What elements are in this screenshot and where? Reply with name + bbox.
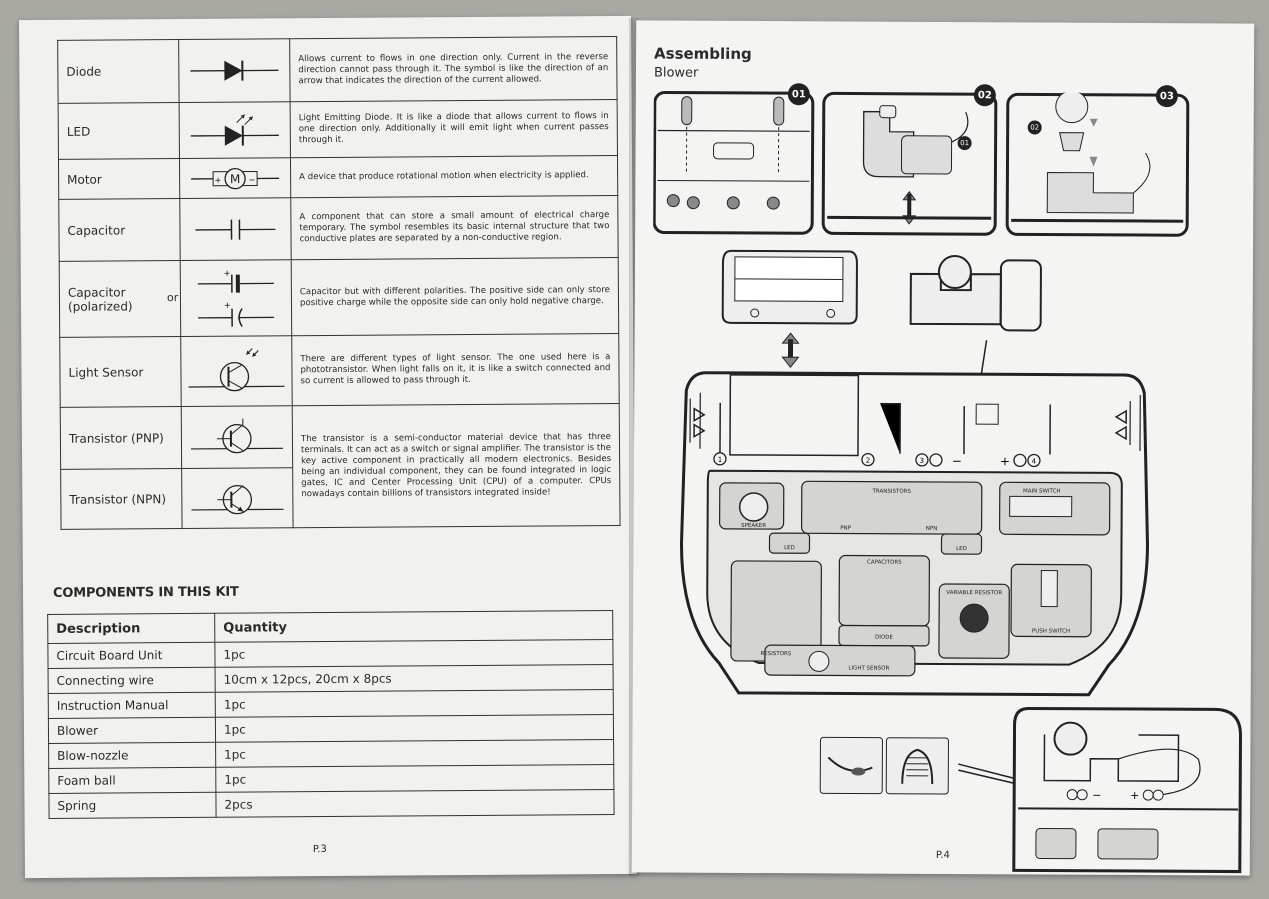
terminal-label-4: 4: [1032, 457, 1037, 465]
kit-item-quantity: 1pc: [215, 764, 614, 793]
table-header-row: Description Quantity: [47, 610, 613, 644]
table-row: Motor M + − A device that produce rotation…: [58, 155, 618, 200]
left-page: Diode Allows current to flows in one dir…: [19, 15, 637, 879]
kit-item-name: Spring: [48, 792, 217, 819]
plus-sign: +: [1000, 454, 1010, 468]
kit-item-name: Instruction Manual: [48, 692, 216, 719]
right-page: Assembling Blower 01 02 03 01 02: [631, 20, 1255, 876]
kit-item-quantity: 1pc: [214, 639, 614, 668]
symbol-desc-capacitor: A component that can store a small amoun…: [290, 195, 619, 260]
table-row: Diode Allows current to flows in one dir…: [57, 36, 618, 104]
kit-title: COMPONENTS IN THIS KIT: [52, 584, 239, 601]
kit-item-quantity: 1pc: [215, 739, 614, 768]
push-switch-label: PUSH SWITCH: [1032, 628, 1070, 634]
terminal-label-2: 2: [866, 457, 871, 465]
resistors-label: RESISTORS: [760, 651, 791, 657]
table-row: Capacitor (polarized) or + + Capacitor bu…: [59, 257, 619, 338]
diode-label: DIODE: [875, 635, 893, 641]
symbol-name-capacitor: Capacitor: [58, 198, 181, 262]
pnp-transistor-symbol-icon: [181, 405, 293, 469]
main-switch-label: MAIN SWITCH: [1023, 488, 1061, 494]
kit-item-name: Foam ball: [48, 767, 216, 794]
npn-label: NPN: [926, 526, 938, 532]
kit-item-quantity: 1pc: [215, 714, 614, 743]
kit-item-name: Blower: [48, 717, 216, 744]
wiring-detail-illustration: − +: [819, 706, 1242, 874]
led-symbol-icon: [179, 101, 291, 159]
or-label: or: [166, 291, 179, 305]
svg-text:−: −: [1092, 789, 1101, 802]
kit-item-name: Circuit Board Unit: [47, 642, 216, 669]
kit-item-quantity: 1pc: [215, 689, 614, 718]
diode-symbol-icon: [178, 38, 291, 103]
svg-text:−: −: [249, 175, 256, 184]
symbol-desc-led: Light Emitting Diode. It is like a diode…: [290, 99, 618, 158]
table-row: Transistor (PNP) The transistor is a sem…: [60, 403, 621, 528]
step-badge-2: 02: [973, 84, 996, 107]
sub-step-badge-2: 02: [1027, 120, 1042, 135]
table-row: LED Light Emitting Diode. It is like a d…: [58, 99, 618, 160]
symbol-name-motor: Motor: [58, 158, 180, 200]
circuit-board-illustration: 1 2 3 4 − + SPEAKER TRANSISTORS: [680, 249, 1149, 697]
kit-item-quantity: 2pcs: [215, 789, 615, 818]
led-label-1: LED: [784, 545, 795, 551]
pnp-label: PNP: [840, 525, 851, 531]
step-badge-3: 03: [1155, 85, 1178, 108]
symbol-desc-motor: A device that produce rotational motion …: [290, 155, 618, 198]
table-row: Light Sensor There are different types o…: [59, 333, 620, 408]
kit-item-name: Connecting wire: [48, 667, 216, 694]
capacitors-label: CAPACITORS: [867, 560, 902, 566]
npn-transistor-symbol-icon: [181, 467, 294, 529]
assembling-title: Assembling: [654, 44, 752, 63]
kit-item-name: Blow-nozzle: [48, 742, 216, 769]
transistors-label: TRANSISTORS: [872, 489, 912, 495]
table-row: Transistor (NPN): [60, 465, 620, 530]
symbol-table: Diode Allows current to flows in one dir…: [57, 36, 621, 530]
sub-step-badge-1: 01: [957, 136, 972, 151]
svg-text:+: +: [224, 268, 231, 277]
symbol-name-diode: Diode: [57, 39, 180, 104]
page-number-left: P.3: [312, 844, 327, 856]
symbol-name-transistor-npn: Transistor (NPN): [60, 468, 183, 530]
capacitor-symbol-icon: [179, 197, 292, 261]
column-header-description: Description: [47, 613, 215, 644]
symbol-name-transistor-pnp: Transistor (PNP): [60, 406, 182, 470]
symbol-desc-light-sensor: There are different types of light senso…: [291, 333, 620, 406]
polarized-capacitor-symbol-icon: or + +: [167, 259, 292, 337]
symbol-name-led: LED: [58, 102, 180, 160]
led-label-2: LED: [956, 546, 967, 552]
symbol-desc-diode: Allows current to flows in one direction…: [289, 36, 618, 102]
step-badge-1: 01: [787, 83, 810, 106]
svg-text:+: +: [224, 300, 231, 309]
table-row: Capacitor A component that can store a s…: [58, 195, 619, 262]
svg-text:+: +: [1130, 789, 1139, 802]
svg-text:+: +: [215, 175, 222, 184]
step-panel-3: [1005, 92, 1190, 237]
symbol-name-light-sensor: Light Sensor: [59, 336, 182, 408]
kit-item-quantity: 10cm x 12pcs, 20cm x 8pcs: [215, 664, 614, 693]
terminal-label-3: 3: [920, 457, 925, 465]
symbol-name-capacitor-polarized: Capacitor (polarized): [59, 260, 181, 338]
page-number-right: P.4: [935, 849, 950, 862]
variable-resistor-label: VARIABLE RESISTOR: [946, 590, 1002, 596]
light-sensor-symbol-icon: [180, 335, 293, 407]
symbol-desc-transistor: The transistor is a semi-conductor mater…: [292, 403, 621, 528]
assembly-steps-illustration: [653, 90, 1190, 237]
light-sensor-label: LIGHT SENSOR: [848, 666, 889, 672]
motor-symbol-icon: M + −: [179, 157, 291, 199]
speaker-label: SPEAKER: [741, 523, 766, 529]
symbol-desc-capacitor-polarized: Capacitor but with different polarities.…: [291, 257, 619, 336]
column-header-quantity: Quantity: [214, 610, 613, 643]
minus-sign: −: [952, 454, 962, 468]
assembling-subtitle: Blower: [653, 65, 699, 81]
step-panel-1: [653, 91, 815, 235]
terminal-label-1: 1: [718, 456, 723, 464]
motor-symbol-label: M: [230, 172, 240, 186]
